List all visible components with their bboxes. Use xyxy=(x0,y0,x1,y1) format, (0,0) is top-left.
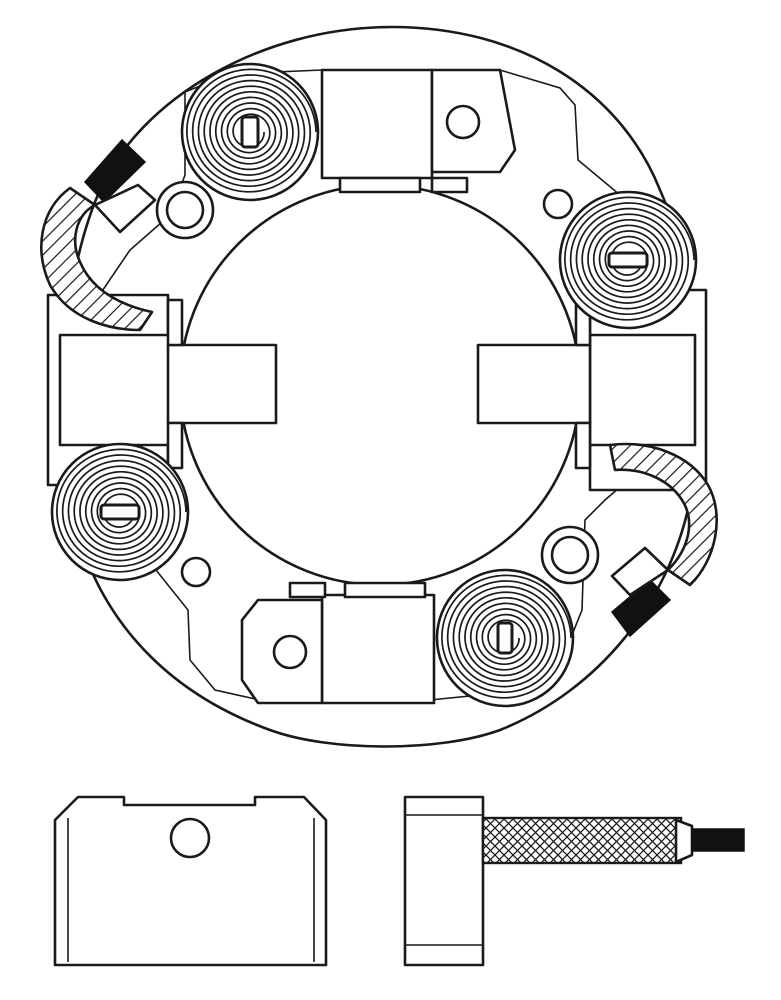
coil-spring-right xyxy=(558,190,698,330)
mounting-hole-upper-left xyxy=(155,180,215,240)
spring-coil xyxy=(56,448,187,573)
pigtail-lead-right xyxy=(608,442,718,638)
coil-spring-bottom xyxy=(435,568,575,708)
coil-spring-left xyxy=(50,442,190,582)
mounting-hole-lower-right xyxy=(540,525,600,585)
pigtail-lead-left xyxy=(40,138,157,332)
spring-center-slot xyxy=(240,115,260,149)
spring-center-slot xyxy=(99,503,141,521)
rivet-hole-upper-right xyxy=(542,188,574,220)
coil-spring-top xyxy=(180,62,320,202)
brush-front-view xyxy=(53,795,328,967)
rivet-hole-lower-left xyxy=(180,556,212,588)
brush-channel-bottom xyxy=(240,581,436,705)
spring-coil xyxy=(441,574,572,699)
spring-coil xyxy=(564,196,695,321)
spring-coil xyxy=(186,68,317,193)
spring-center-slot xyxy=(607,251,649,269)
brush-channel-top xyxy=(320,68,517,194)
brush-side-view-with-lead xyxy=(403,795,745,967)
spring-center-slot xyxy=(496,621,514,655)
